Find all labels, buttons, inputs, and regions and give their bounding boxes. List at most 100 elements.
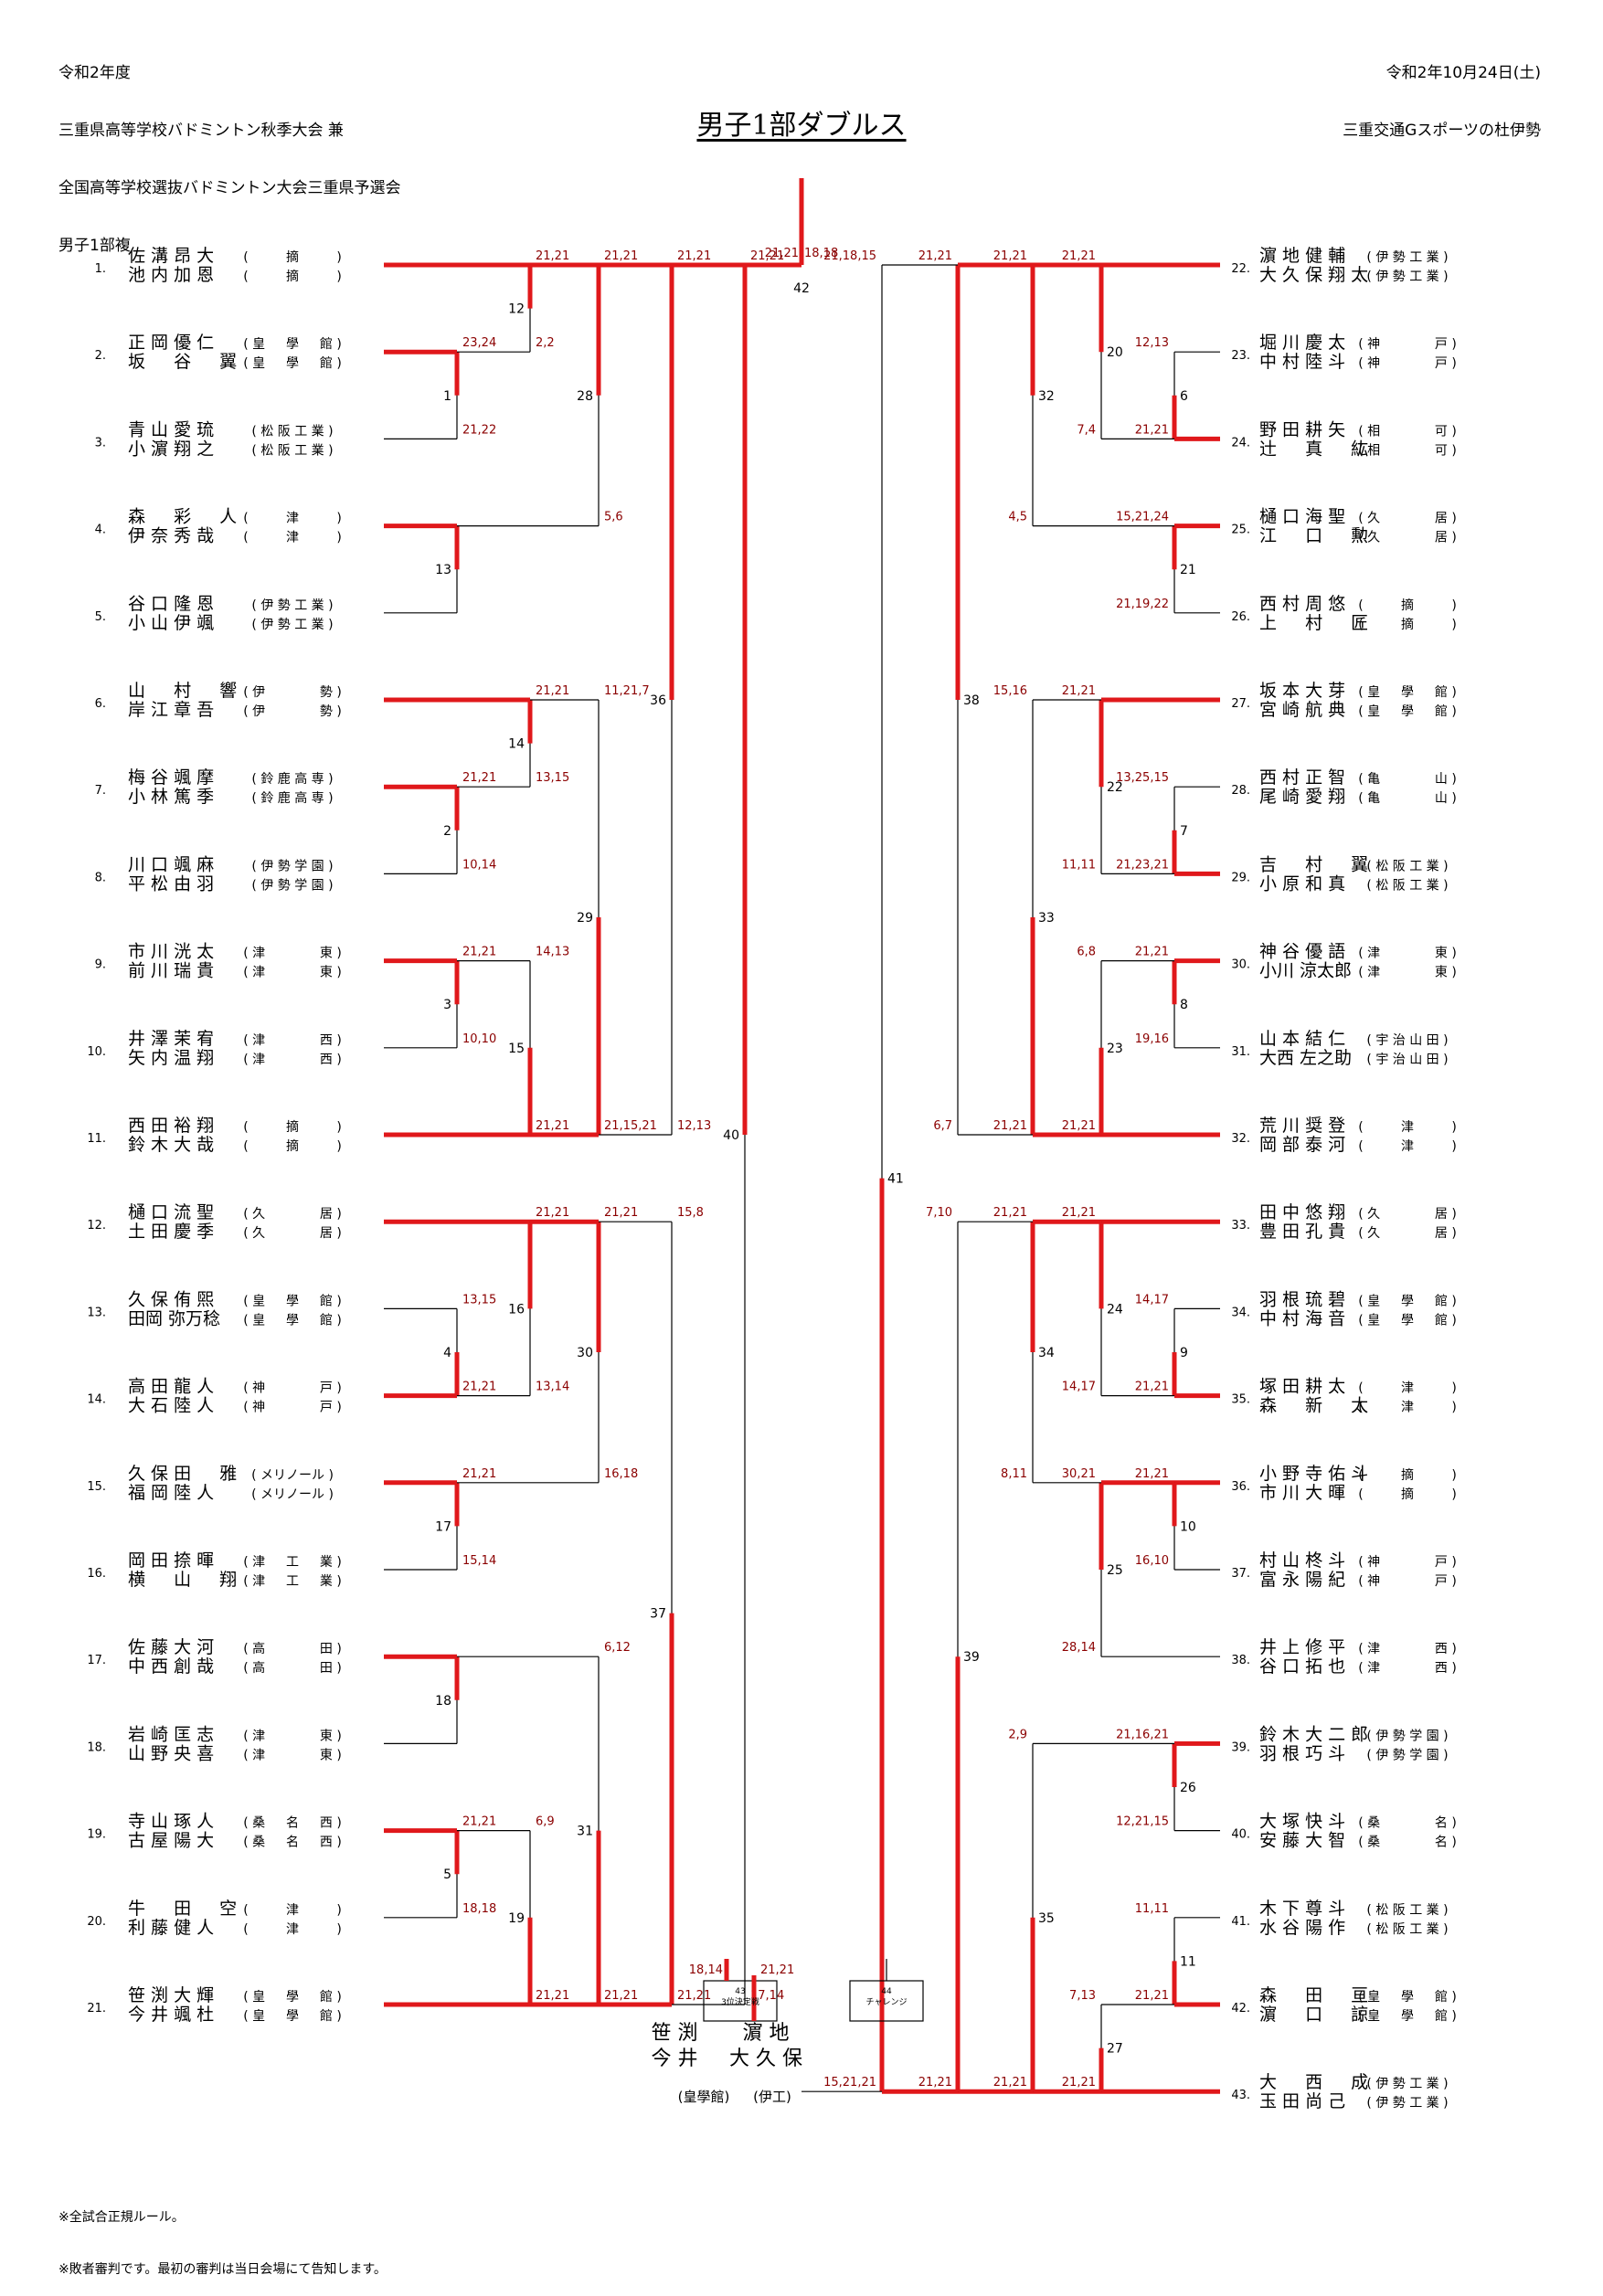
- score: 16,10: [1135, 1554, 1169, 1568]
- team-number: 2.: [95, 349, 106, 363]
- score: 21,21: [1135, 946, 1169, 959]
- score: 21,21: [993, 1119, 1027, 1133]
- team-number: 9.: [95, 958, 106, 972]
- team-entry: 35.塚 田 耕 太森 新 太( 津 )( 津 ): [1231, 1377, 1457, 1416]
- school-name: ( 摘 ): [243, 1138, 342, 1154]
- player-name: 池 内 加 恩: [128, 265, 214, 285]
- team-number: 19.: [87, 1828, 106, 1842]
- school-name: ( 摘 ): [1358, 1467, 1457, 1483]
- school-name: ( 神 戸 ): [243, 1401, 342, 1415]
- school-name: ( 津 ): [243, 512, 342, 526]
- player-name: 尾 崎 愛 翔: [1259, 787, 1345, 807]
- match-number: 25: [1107, 1563, 1123, 1578]
- team-entry: 1.佐 溝 昂 大池 内 加 恩( 摘 )( 摘 ): [95, 246, 342, 285]
- score: 21,21: [1135, 423, 1169, 437]
- score: 21,19,22: [1116, 598, 1169, 611]
- header-year: 令和2年度: [58, 64, 131, 82]
- player-name: 豊 田 孔 貴: [1259, 1222, 1345, 1242]
- player-name: 梅 谷 颯 摩: [128, 767, 214, 788]
- score: 21,22: [462, 423, 496, 437]
- school-name: ( 高 田 ): [243, 1641, 342, 1656]
- player-name: 田 中 悠 翔: [1259, 1202, 1345, 1222]
- match-number: 21: [1180, 563, 1196, 577]
- team-number: 24.: [1231, 436, 1250, 450]
- school-name: ( メリノール ): [251, 1487, 334, 1502]
- match-number: 37: [650, 1607, 666, 1622]
- team-number: 12.: [87, 1219, 106, 1233]
- team-number: 30.: [1231, 958, 1250, 972]
- player-name: 神 谷 優 語: [1259, 942, 1345, 962]
- player-name: 上 村 匠: [1259, 613, 1368, 633]
- score: 4,5: [1008, 511, 1027, 524]
- header-date: 令和2年10月24日(土): [1385, 64, 1541, 82]
- school-name: ( 津 西 ): [243, 1033, 342, 1048]
- third-place-school: (皇學館): [678, 2089, 730, 2105]
- final-match-number: 42: [793, 281, 810, 296]
- team-number: 11.: [87, 1132, 106, 1146]
- match-number: 6: [1180, 389, 1188, 404]
- team-entry: 21.笹 渕 大 輝今 井 颯 杜( 皇 學 館 )( 皇 學 館 ): [87, 1985, 342, 2025]
- third-place-player: 大 久 保: [729, 2047, 802, 2070]
- page-title: 男子1部ダブルス: [0, 102, 1603, 143]
- player-name: 森 彩 人: [128, 507, 237, 527]
- team-entry: 18.岩 崎 匡 志山 野 央 喜( 津 東 )( 津 東 ): [87, 1724, 342, 1763]
- score: 21,21: [918, 249, 952, 263]
- score: 21,21: [462, 1815, 496, 1829]
- match-number: 15: [508, 1042, 525, 1056]
- school-name: ( 松 阪 工 業 ): [251, 424, 333, 439]
- player-name: 岩 崎 匡 志: [128, 1724, 214, 1744]
- school-name: ( 神 戸 ): [1358, 1574, 1457, 1589]
- school-name: ( 摘 ): [1358, 598, 1457, 613]
- score: 16,18: [604, 1467, 638, 1481]
- match-number: 22: [1107, 780, 1123, 795]
- team-number: 21.: [87, 2002, 106, 2016]
- team-entry: 8.川 口 颯 麻平 松 由 羽( 伊 勢 学 園 )( 伊 勢 学 園 ): [95, 854, 334, 894]
- school-name: ( 伊 勢 学 園 ): [1366, 1729, 1448, 1743]
- score: 6,9: [536, 1815, 555, 1829]
- score: 21,21: [1135, 1467, 1169, 1481]
- header-right: 令和2年10月24日(土) 三重交通Gスポーツの杜伊勢: [1343, 26, 1541, 160]
- third-place-number: 43: [735, 1987, 745, 1996]
- score: 21,18,15: [823, 249, 876, 263]
- score: 6,12: [604, 1641, 631, 1655]
- player-name: 青 山 愛 琉: [128, 419, 214, 439]
- player-name: 山 野 央 喜: [128, 1743, 214, 1763]
- school-name: ( 鈴 鹿 高 専 ): [251, 790, 333, 806]
- player-name: 坂 谷 翼: [128, 352, 237, 372]
- match-number: 39: [963, 1650, 980, 1665]
- match-number: 28: [577, 389, 593, 404]
- score: 7,10: [926, 1206, 952, 1220]
- footer-notes: ※全試合正規ルール。 ※敗者審判です。最初の審判は当日会場にて告知します。: [58, 2174, 387, 2296]
- header-qualifier: 全国高等学校選抜バドミントン大会三重県予選会: [58, 179, 401, 197]
- player-name: 羽 根 琉 碧: [1259, 1289, 1345, 1309]
- header-left: 令和2年度 三重県高等学校バドミントン秋季大会 兼 全国高等学校選抜バドミントン…: [58, 26, 401, 275]
- school-name: ( 亀 山 ): [1358, 772, 1457, 787]
- school-name: ( 伊 勢 ): [243, 704, 342, 719]
- player-name: 今 井 颯 杜: [128, 2005, 214, 2025]
- school-name: ( 摘 ): [243, 249, 342, 265]
- player-name: 岡 部 泰 河: [1259, 1135, 1345, 1155]
- player-name: 吉 村 翼: [1259, 854, 1368, 874]
- team-entry: 17.佐 藤 大 河中 西 創 哉( 高 田 )( 高 田 ): [87, 1637, 342, 1677]
- school-name: ( 津 西 ): [1358, 1642, 1457, 1656]
- match-number: 19: [508, 1911, 525, 1926]
- player-name: 井 上 修 平: [1259, 1637, 1345, 1657]
- team-number: 26.: [1231, 610, 1250, 624]
- score: 21,23,21: [1116, 858, 1169, 872]
- school-name: ( 皇 學 館 ): [243, 1312, 342, 1328]
- team-number: 29.: [1231, 871, 1250, 884]
- score: 21,21: [1135, 1989, 1169, 2003]
- score: 8,11: [1001, 1467, 1027, 1481]
- third-place-score-left: 18,14: [689, 1963, 723, 1977]
- school-name: ( 神 戸 ): [1358, 356, 1457, 371]
- player-name: 正 岡 優 仁: [128, 333, 214, 353]
- school-name: ( 伊 勢 ): [243, 685, 342, 700]
- school-name: ( 津 工 業 ): [243, 1555, 342, 1570]
- match-number: 11: [1180, 1954, 1196, 1969]
- team-entry: 20.牛 田 空利 藤 健 人( 津 )( 津 ): [87, 1899, 342, 1938]
- school-name: ( 久 居 ): [1358, 1207, 1457, 1222]
- player-name: 濵 口 諒: [1259, 2005, 1368, 2025]
- score: 7,4: [1077, 423, 1096, 437]
- score: 7,13: [1069, 1989, 1096, 2003]
